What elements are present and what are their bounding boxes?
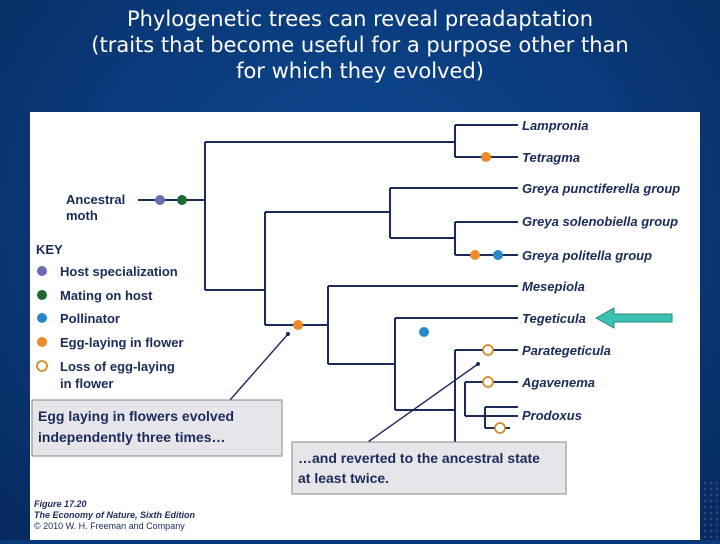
taxon-label: Greya punctiferella group: [522, 181, 680, 196]
callout-right: …and reverted to the ancestral state at …: [291, 441, 567, 495]
callout-text: independently three times…: [38, 429, 225, 445]
taxon-label: Lampronia: [522, 118, 588, 133]
callout-pointer: [229, 333, 289, 401]
legend-heading: KEY: [36, 242, 63, 257]
taxon-label: Prodoxus: [522, 408, 582, 423]
legend-swatch: [37, 313, 47, 323]
callout-text: Egg laying in flowers evolved: [38, 408, 234, 424]
legend-item: Mating on host: [60, 288, 153, 303]
legend-swatch: [37, 290, 47, 300]
loss-of-egg-laying-marker: [482, 376, 494, 388]
taxon-label: Mesepiola: [522, 279, 585, 294]
trait-markers: [155, 152, 506, 434]
title-line-1: Phylogenetic trees can reveal preadaptat…: [126, 7, 594, 31]
taxon-label: Tetragma: [522, 150, 580, 165]
legend: KEY Host specialization Mating on host P…: [36, 242, 184, 391]
phylogeny-figure: Lampronia Tetragma Greya punctiferella g…: [31, 118, 680, 531]
pollinator-marker: [493, 250, 503, 260]
taxon-label: Tegeticula: [522, 311, 586, 326]
loss-of-egg-laying-marker: [494, 422, 506, 434]
egg-laying-marker: [470, 250, 480, 260]
ancestral-moth-label: moth: [66, 208, 98, 223]
title-line-2: (traits that become useful for a purpose…: [91, 33, 629, 57]
figure-panel: Lampronia Tetragma Greya punctiferella g…: [30, 112, 700, 540]
legend-swatch: [37, 266, 47, 276]
legend-item: Egg-laying in flower: [60, 335, 184, 350]
callout-pointer: [367, 363, 479, 443]
egg-laying-marker: [481, 152, 491, 162]
legend-item: in flower: [60, 376, 113, 391]
loss-of-egg-laying-marker: [482, 344, 494, 356]
host-specialization-marker: [155, 195, 165, 205]
caption-figure-number: Figure 17.20: [34, 499, 87, 509]
caption-copyright: © 2010 W. H. Freeman and Company: [34, 521, 185, 531]
legend-item: Pollinator: [60, 311, 120, 326]
title-line-3: for which they evolved): [236, 59, 484, 83]
egg-laying-marker: [293, 320, 303, 330]
pollinator-marker: [419, 327, 429, 337]
taxon-label: Parategeticula: [522, 343, 611, 358]
legend-swatch: [37, 337, 47, 347]
callout-text: at least twice.: [298, 470, 389, 486]
legend-item: Loss of egg-laying: [60, 359, 175, 374]
mating-on-host-marker: [177, 195, 187, 205]
taxon-labels: Lampronia Tetragma Greya punctiferella g…: [521, 118, 680, 423]
figure-caption: Figure 17.20 The Economy of Nature, Sixt…: [34, 499, 196, 531]
caption-book: The Economy of Nature, Sixth Edition: [34, 510, 196, 520]
callout-text: …and reverted to the ancestral state: [298, 450, 540, 466]
slide-title: Phylogenetic trees can reveal preadaptat…: [20, 6, 700, 84]
legend-item: Host specialization: [60, 264, 178, 279]
legend-swatch: [36, 360, 48, 372]
taxon-label: Greya politella group: [522, 248, 652, 263]
ancestral-moth-label: Ancestral: [66, 192, 125, 207]
callout-left: Egg laying in flowers evolved independen…: [31, 399, 283, 457]
highlight-arrow: [594, 307, 673, 329]
taxon-label: Agavenema: [521, 375, 595, 390]
taxon-label: Greya solenobiella group: [522, 214, 678, 229]
